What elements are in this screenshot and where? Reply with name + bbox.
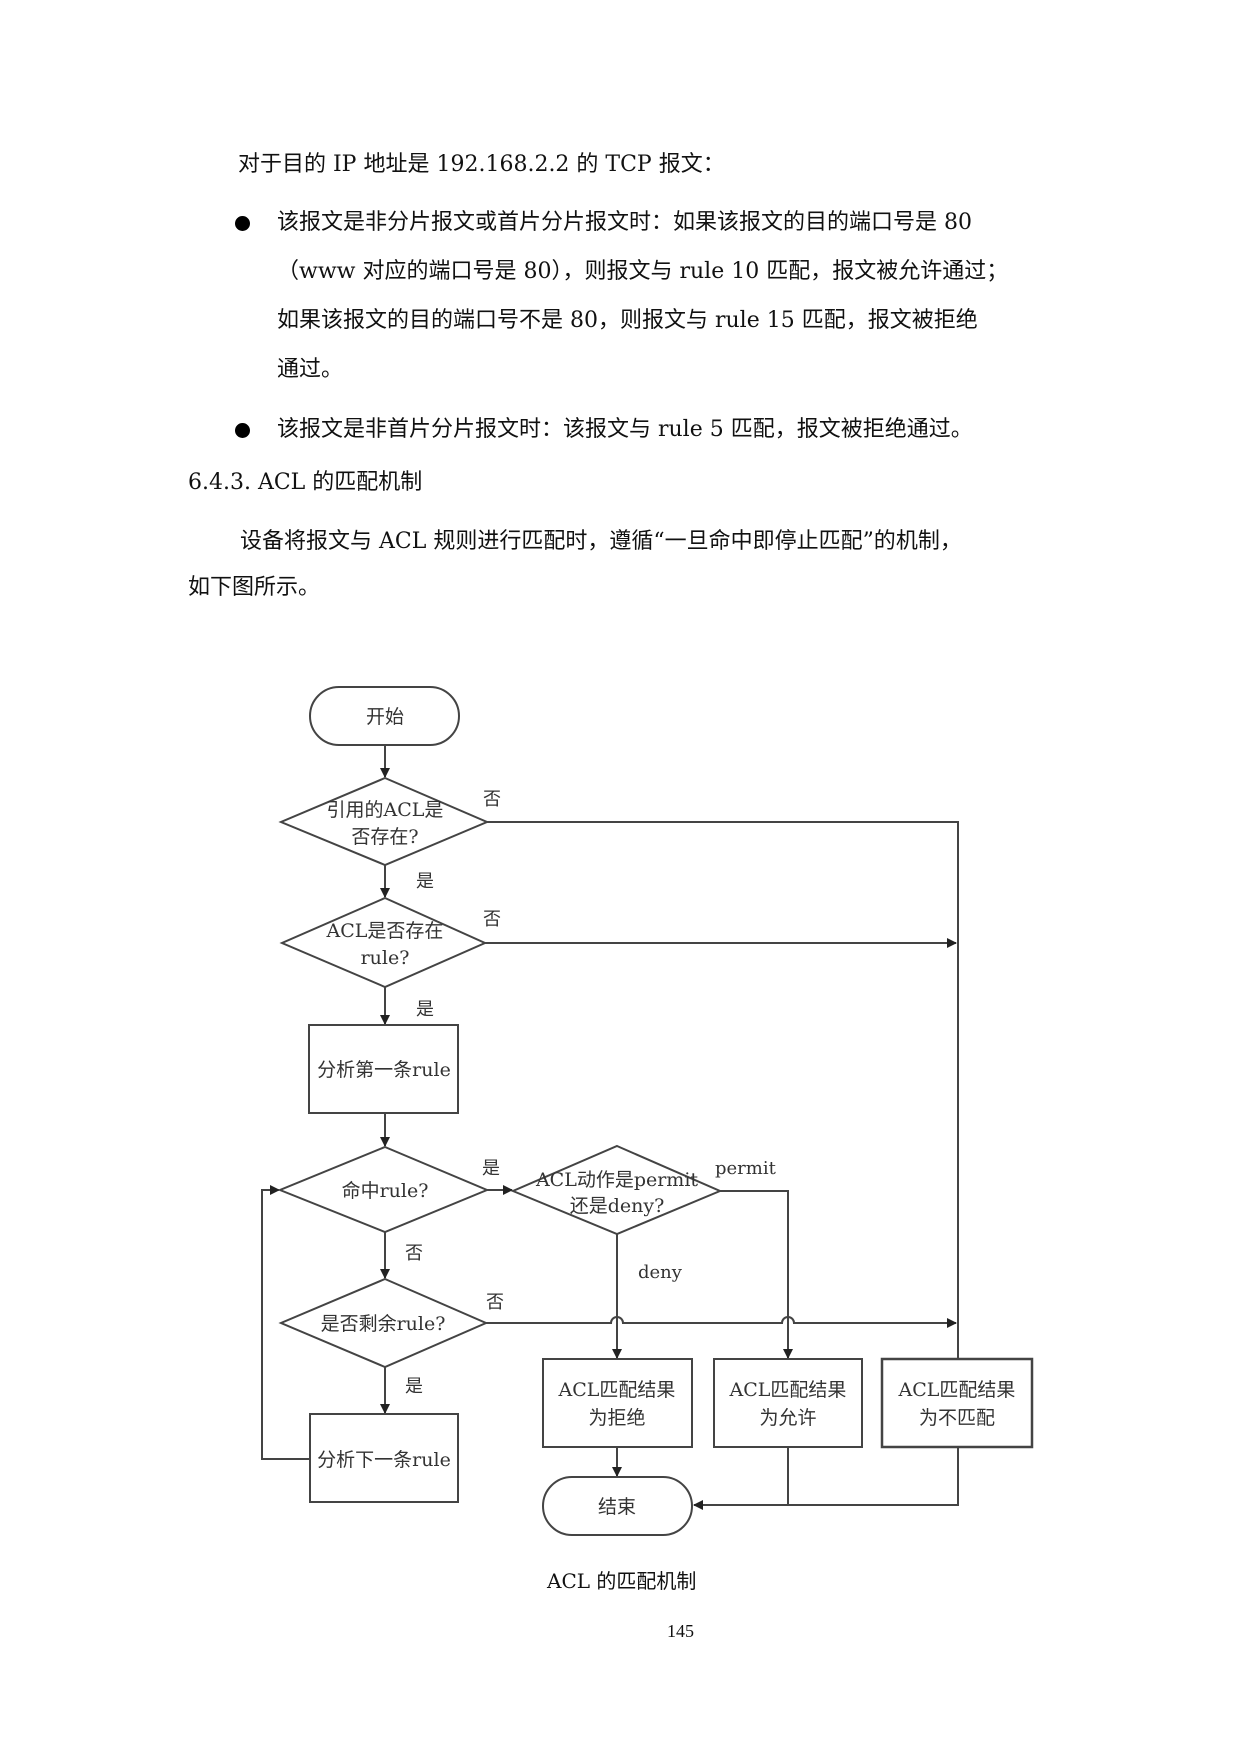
edge-loop-back [261,1185,310,1460]
node-analyze-next: 分析下一条rule [309,1413,459,1503]
label-no: 否 [486,1292,504,1313]
label-no: 否 [405,1243,423,1264]
node-rule-exists-line-2: rule? [361,947,410,969]
node-end: 结束 [542,1476,693,1536]
figure-caption: ACL 的匹配机制 [547,1569,697,1593]
section-heading: 6.4.3. ACL 的匹配机制 [188,470,423,495]
node-result-permit-line-1: ACL匹配结果 [729,1379,847,1401]
label-deny: deny [638,1262,683,1283]
edge-acl-exists-no [487,821,959,1359]
edge-rules-left-no [486,1316,957,1328]
label-yes: 是 [482,1158,500,1179]
connectors [261,745,959,1510]
node-result-deny-line-1: ACL匹配结果 [558,1379,676,1401]
node-result-nomatch-line-2: 为不匹配 [919,1407,995,1429]
node-action-line-2: 还是deny? [570,1195,665,1217]
label-yes: 是 [405,1376,423,1397]
label-no: 否 [483,909,501,930]
node-start-label: 开始 [366,706,404,728]
bullet-1-line-2: （www 对应的端口号是 80），则报文与 rule 10 匹配，报文被允许通过… [277,259,1009,284]
node-analyze-first-label: 分析第一条rule [317,1059,451,1081]
node-rules-left-label: 是否剩余rule? [321,1313,446,1335]
node-analyze-next-label: 分析下一条rule [317,1449,451,1471]
node-result-nomatch: ACL匹配结果 为不匹配 [880,1357,1034,1449]
node-start: 开始 [309,686,460,746]
node-acl-exists: 引用的ACL是 否存在? [278,776,490,867]
bullet-dot [235,216,250,231]
node-result-nomatch-line-1: ACL匹配结果 [898,1379,1016,1401]
bullet-1-line-1: 该报文是非分片报文或首片分片报文时：如果该报文的目的端口号是 80 [277,210,972,235]
node-acl-exists-line-2: 否存在? [351,826,418,848]
node-action: ACL动作是permit 还是deny? [510,1144,723,1236]
node-acl-exists-line-1: 引用的ACL是 [327,799,444,821]
label-no: 否 [483,789,501,810]
node-hit-rule-label: 命中rule? [342,1180,429,1202]
node-rules-left: 是否剩余rule? [278,1277,489,1369]
node-result-permit-line-2: 为允许 [759,1407,816,1429]
bullet-1-line-4: 通过。 [277,357,344,382]
node-end-label: 结束 [598,1496,636,1518]
bullet-2-line-1: 该报文是非首片分片报文时：该报文与 rule 5 匹配，报文被拒绝通过。 [277,417,973,442]
edge-labels: 否 是 否 是 是 permit deny 否 否 是 [405,789,777,1397]
paragraph-line-2: 如下图所示。 [188,575,321,600]
label-yes: 是 [416,999,434,1020]
node-rule-exists-line-1: ACL是否存在 [326,920,444,942]
paragraph-line-1: 设备将报文与 ACL 规则进行匹配时，遵循“一旦命中即停止匹配”的机制， [240,529,962,554]
bullet-1-line-3: 如果该报文的目的端口号不是 80，则报文与 rule 15 匹配，报文被拒绝 [277,308,978,333]
node-result-deny-line-2: 为拒绝 [588,1407,645,1429]
node-analyze-first: 分析第一条rule [308,1024,459,1114]
label-yes: 是 [416,871,434,892]
node-action-line-1: ACL动作是permit [535,1169,698,1191]
node-rule-exists: ACL是否存在 rule? [279,896,488,989]
label-permit: permit [715,1158,777,1179]
edge-action-permit [720,1190,793,1359]
bullet-dot [235,423,250,438]
intro-text: 对于目的 IP 地址是 192.168.2.2 的 TCP 报文： [238,152,725,177]
node-hit-rule: 命中rule? [277,1145,490,1234]
node-result-permit: ACL匹配结果 为允许 [713,1358,863,1448]
node-result-deny: ACL匹配结果 为拒绝 [542,1358,693,1448]
edge-nomatch-to-end [693,1447,959,1510]
page-number: 145 [667,1621,694,1641]
